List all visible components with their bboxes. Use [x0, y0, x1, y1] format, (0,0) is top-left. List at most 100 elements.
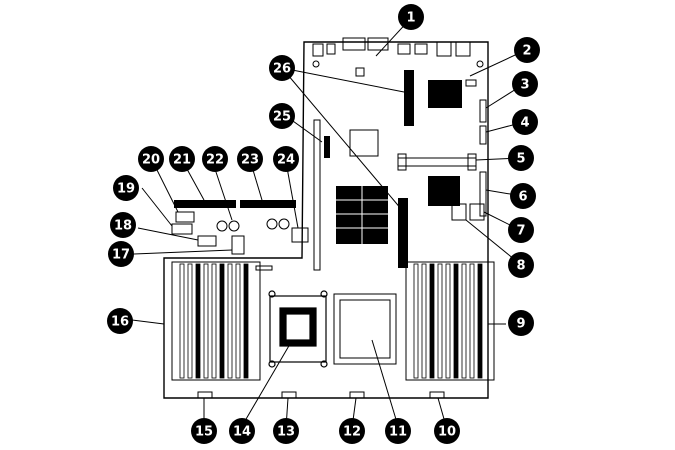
callout-19: 19 [113, 175, 139, 201]
processor-socket-14 [268, 290, 328, 368]
callout-16: 16 [107, 308, 133, 334]
callout-label: 9 [516, 317, 525, 332]
connector-17 [231, 235, 245, 255]
callout-circle [191, 418, 217, 444]
connector-19 [171, 223, 193, 235]
callout-circle [398, 4, 424, 30]
dimm-slot [469, 263, 475, 379]
callout-6: 6 [510, 183, 536, 209]
board-outline [163, 41, 489, 399]
callout-circle [269, 103, 295, 129]
callout-circle [110, 212, 136, 238]
callout-circle [508, 217, 534, 243]
header-3 [479, 99, 487, 123]
dimm-slot [203, 263, 209, 379]
callout-label: 16 [111, 315, 129, 330]
callout-2: 2 [514, 37, 540, 63]
callout-label: 19 [117, 182, 135, 197]
callout-label: 6 [518, 190, 527, 205]
dimm-slot [219, 263, 225, 379]
component-5 [397, 153, 477, 171]
callout-23: 23 [237, 146, 263, 172]
callout-label: 26 [273, 62, 291, 77]
dimm-slot [413, 263, 419, 379]
callout-3: 3 [512, 71, 538, 97]
callout-17: 17 [108, 241, 134, 267]
dimm-slot [187, 263, 193, 379]
callout-circle [138, 146, 164, 172]
callout-label: 25 [273, 110, 291, 125]
pci-riser-connector-lower [398, 198, 408, 268]
callout-8: 8 [508, 252, 534, 278]
callout-13: 13 [273, 418, 299, 444]
connector-20 [175, 211, 195, 223]
callout-circle [273, 146, 299, 172]
callout-label: 24 [277, 153, 295, 168]
upper-components [349, 67, 477, 206]
callout-circle [108, 241, 134, 267]
header-4 [479, 125, 487, 145]
callout-11: 11 [385, 418, 411, 444]
callout-label: 20 [142, 153, 160, 168]
callout-label: 11 [389, 425, 407, 440]
fan-connectors [197, 391, 445, 399]
connector-23 [240, 200, 296, 208]
callout-label: 10 [438, 425, 456, 440]
callout-label: 21 [173, 153, 191, 168]
callout-circle [434, 418, 460, 444]
callout-label: 13 [277, 425, 295, 440]
callout-label: 18 [114, 219, 132, 234]
dimm-slot [211, 263, 217, 379]
callout-circle [107, 308, 133, 334]
callout-label: 12 [343, 425, 361, 440]
callout-label: 17 [112, 248, 130, 263]
connector-18 [197, 235, 217, 247]
center-heatsink [336, 186, 388, 244]
callout-5: 5 [508, 145, 534, 171]
callout-label: 2 [522, 44, 531, 59]
header-6 [479, 171, 487, 217]
callout-21: 21 [169, 146, 195, 172]
connector-21 [174, 200, 236, 208]
callout-label: 3 [520, 78, 529, 93]
callout-circle [269, 55, 295, 81]
callout-14: 14 [229, 418, 255, 444]
callout-label: 5 [516, 152, 525, 167]
dimm-slot [195, 263, 201, 379]
dimm-bank-right [405, 261, 495, 381]
callout-circle [508, 145, 534, 171]
callout-circle [273, 418, 299, 444]
dimm-slot [477, 263, 483, 379]
dimm-slot [235, 263, 241, 379]
callout-24: 24 [273, 146, 299, 172]
callout-label: 8 [516, 259, 525, 274]
callout-1: 1 [398, 4, 424, 30]
callout-circle [514, 37, 540, 63]
callout-circle [385, 418, 411, 444]
callout-circle [202, 146, 228, 172]
callout-20: 20 [138, 146, 164, 172]
dimm-slot [179, 263, 185, 379]
dimm-slot [445, 263, 451, 379]
callout-25: 25 [269, 103, 295, 129]
callout-label: 14 [233, 425, 251, 440]
dimm-slot [461, 263, 467, 379]
callout-10: 10 [434, 418, 460, 444]
ports-7-8 [451, 203, 485, 221]
callout-label: 4 [520, 116, 529, 131]
callout-7: 7 [508, 217, 534, 243]
small-slot [255, 265, 273, 271]
callout-circle [512, 71, 538, 97]
callout-9: 9 [508, 310, 534, 336]
dimm-slot [421, 263, 427, 379]
callout-circle [169, 146, 195, 172]
callout-label: 23 [241, 153, 259, 168]
dimm-slot [429, 263, 435, 379]
rear-io-connectors [312, 37, 484, 68]
callout-circle [237, 146, 263, 172]
callout-18: 18 [110, 212, 136, 238]
callout-circle [229, 418, 255, 444]
callout-label: 7 [516, 224, 525, 239]
pci-riser-connector-upper [404, 70, 414, 126]
